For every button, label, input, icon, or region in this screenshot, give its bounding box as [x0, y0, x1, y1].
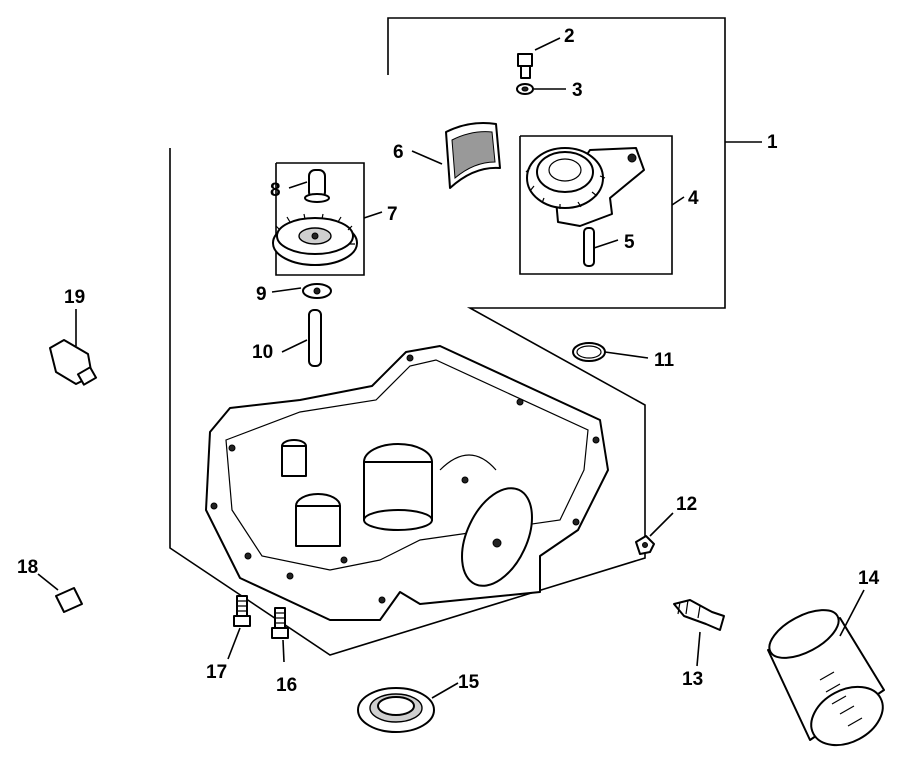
callout-14: 14	[858, 568, 880, 589]
thrust-washer-icon	[302, 283, 332, 299]
oil-filter-nipple-icon	[673, 599, 725, 631]
callout-17: 17	[206, 662, 227, 683]
washer-icon	[516, 83, 534, 95]
oil-seal-icon	[357, 687, 435, 733]
screw-icon	[517, 53, 533, 79]
callout-8: 8	[270, 180, 281, 201]
callout-2: 2	[564, 26, 575, 47]
oil-filter-icon	[767, 609, 885, 747]
oil-sensor-icon	[49, 339, 98, 386]
callout-10: 10	[252, 342, 273, 363]
callout-15: 15	[458, 672, 480, 693]
oil-pump-group-box	[169, 17, 726, 656]
callout-7: 7	[387, 204, 398, 225]
bolt-icon	[271, 607, 289, 639]
callout-13: 13	[682, 669, 703, 690]
shaft-icon	[308, 309, 322, 367]
oil-pump-icon	[525, 147, 645, 227]
callout-11: 11	[654, 350, 675, 371]
oil-pickup-screen-icon	[445, 122, 501, 189]
pin-icon	[583, 227, 595, 267]
callout-6: 6	[393, 142, 404, 163]
callout-16: 16	[276, 675, 297, 696]
plug-icon	[55, 587, 83, 613]
oil-pump-subassembly-box	[519, 135, 673, 275]
oil-pan-icon	[205, 345, 609, 621]
callout-9: 9	[256, 284, 267, 305]
callout-12: 12	[676, 494, 697, 515]
callout-labels: 2 3 1 4 5 6 7 8 9 10 11 12 13 14 15 16 1…	[17, 26, 880, 696]
o-ring-icon	[572, 342, 606, 362]
callout-18: 18	[17, 557, 38, 578]
bolt-icon	[233, 595, 251, 627]
callout-3: 3	[572, 80, 583, 101]
callout-5: 5	[624, 232, 635, 253]
shaft-pin-icon	[304, 169, 330, 203]
callout-1: 1	[767, 132, 778, 153]
callout-4: 4	[688, 188, 699, 209]
leader-lines	[37, 37, 865, 699]
callout-19: 19	[64, 287, 85, 308]
nut-icon	[635, 535, 655, 555]
gear-icon	[272, 213, 358, 266]
